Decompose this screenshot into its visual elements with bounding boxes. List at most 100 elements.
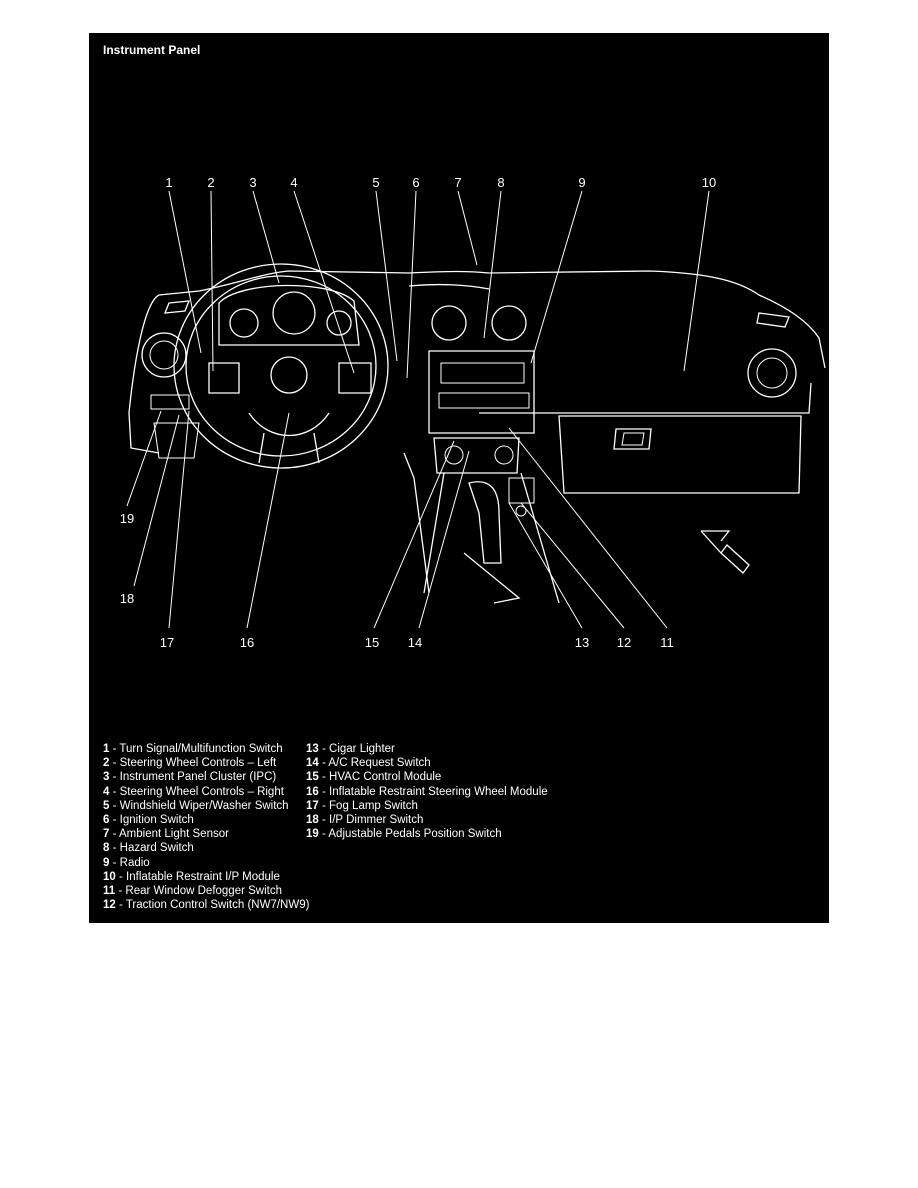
leader-8 <box>483 190 502 339</box>
legend-label: Traction Control Switch (NW7/NW9) <box>125 899 310 912</box>
callout-14: 14 <box>408 635 422 650</box>
legend-number: 4 <box>103 785 110 798</box>
legend-item: 4 - Steering Wheel Controls – Right <box>103 785 284 798</box>
legend-item: 18 - I/P Dimmer Switch <box>306 814 424 827</box>
callout-2: 2 <box>207 175 214 190</box>
callout-17: 17 <box>160 635 174 650</box>
leader-10 <box>683 190 710 372</box>
callout-10: 10 <box>702 175 716 190</box>
legend-number: 3 <box>103 771 110 784</box>
legend-label: Windshield Wiper/Washer Switch <box>119 799 289 812</box>
leader-18 <box>133 414 180 587</box>
legend-number: 14 <box>306 757 319 770</box>
legend-label: Radio <box>119 856 150 869</box>
leader-13 <box>508 502 583 629</box>
legend-number: 9 <box>103 856 110 869</box>
legend-label: Instrument Panel Cluster (IPC) <box>119 771 277 784</box>
legend-label: I/P Dimmer Switch <box>329 814 424 827</box>
leader-15 <box>373 440 455 629</box>
callout-18: 18 <box>120 591 134 606</box>
callout-9: 9 <box>578 175 585 190</box>
leader-14 <box>418 450 470 629</box>
callout-13: 13 <box>575 635 589 650</box>
legend-label: Inflatable Restraint Steering Wheel Modu… <box>329 785 548 798</box>
callout-5: 5 <box>372 175 379 190</box>
legend-item: 9 - Radio <box>103 856 150 869</box>
leader-lines <box>126 190 710 629</box>
legend-item: 6 - Ignition Switch <box>103 814 194 827</box>
legend-number: 12 <box>103 899 116 912</box>
legend-number: 15 <box>306 771 319 784</box>
callout-16: 16 <box>240 635 254 650</box>
legend-item: 17 - Fog Lamp Switch <box>306 799 418 812</box>
legend-right-column: 13 - Cigar Lighter 14 - A/C Request Switc… <box>306 742 548 841</box>
leader-3 <box>252 190 280 284</box>
callout-4: 4 <box>290 175 297 190</box>
callout-3: 3 <box>249 175 256 190</box>
dashboard-outline <box>128 263 826 604</box>
legend-item: 3 - Instrument Panel Cluster (IPC) <box>103 771 277 784</box>
legend-item: 11 - Rear Window Defogger Switch <box>103 885 282 898</box>
instrument-panel-diagram: 1 2 3 4 5 6 7 8 9 10 11 12 13 14 15 16 1… <box>120 175 826 650</box>
callout-19: 19 <box>120 511 134 526</box>
legend-number: 11 <box>103 885 116 898</box>
callout-6: 6 <box>412 175 419 190</box>
leader-4 <box>293 190 355 374</box>
legend-label: Ignition Switch <box>119 814 194 827</box>
legend-left-column: 1 - Turn Signal/Multifunction Switch 2 - … <box>103 742 309 912</box>
leader-2 <box>210 190 214 372</box>
legend-number: 16 <box>306 785 319 798</box>
legend-number: 5 <box>103 799 110 812</box>
leader-5 <box>375 190 398 362</box>
legend-item: 10 - Inflatable Restraint I/P Module <box>103 870 280 883</box>
legend-label: Cigar Lighter <box>329 743 395 755</box>
legend-item: 16 - Inflatable Restraint Steering Wheel… <box>306 785 548 798</box>
legend-number: 1 <box>103 743 110 755</box>
callout-11: 11 <box>660 635 674 650</box>
leader-6 <box>406 190 417 379</box>
legend-number: 19 <box>306 828 319 841</box>
leader-9 <box>530 190 583 364</box>
legend-label: Inflatable Restraint I/P Module <box>126 870 280 883</box>
diagram-title: Instrument Panel <box>103 43 201 57</box>
legend-item: 14 - A/C Request Switch <box>306 757 431 770</box>
legend-item: 7 - Ambient Light Sensor <box>103 828 229 841</box>
legend-label: A/C Request Switch <box>328 757 431 770</box>
legend-item: 8 - Hazard Switch <box>103 842 194 855</box>
leader-11 <box>508 427 668 629</box>
leader-17 <box>168 410 190 629</box>
legend-number: 6 <box>103 814 110 827</box>
legend-number: 2 <box>103 757 110 770</box>
leader-16 <box>246 412 290 629</box>
legend-label: Rear Window Defogger Switch <box>125 885 282 898</box>
legend-label: Steering Wheel Controls – Right <box>119 785 284 798</box>
legend-item: 2 - Steering Wheel Controls – Left <box>103 757 277 770</box>
callout-8: 8 <box>497 175 504 190</box>
callout-12: 12 <box>617 635 631 650</box>
legend-item: 15 - HVAC Control Module <box>306 771 442 784</box>
legend-number: 8 <box>103 842 110 855</box>
legend-item: 13 - Cigar Lighter <box>306 743 395 755</box>
legend-number: 10 <box>103 870 116 883</box>
leader-7 <box>457 190 478 266</box>
diagram-panel: 1 2 3 4 5 6 7 8 9 10 11 12 13 14 15 16 1… <box>89 33 829 923</box>
leader-1 <box>168 190 202 354</box>
legend-label: HVAC Control Module <box>329 771 442 784</box>
legend-item: 19 - Adjustable Pedals Position Switch <box>306 828 502 841</box>
legend-label: Steering Wheel Controls – Left <box>119 757 277 770</box>
legend-label: Adjustable Pedals Position Switch <box>328 828 502 841</box>
legend-label: Turn Signal/Multifunction Switch <box>119 743 283 755</box>
callout-numbers: 1 2 3 4 5 6 7 8 9 10 11 12 13 14 15 16 1… <box>120 175 716 650</box>
legend-number: 17 <box>306 799 319 812</box>
leader-12 <box>520 502 625 629</box>
legend-label: Fog Lamp Switch <box>329 799 418 812</box>
legend-item: 12 - Traction Control Switch (NW7/NW9) <box>103 899 310 912</box>
legend-item: 1 - Turn Signal/Multifunction Switch <box>103 743 283 755</box>
callout-7: 7 <box>454 175 461 190</box>
legend-number: 7 <box>103 828 110 841</box>
legend-label: Hazard Switch <box>119 842 194 855</box>
legend-item: 5 - Windshield Wiper/Washer Switch <box>103 799 289 812</box>
callout-1: 1 <box>165 175 172 190</box>
legend-number: 18 <box>306 814 319 827</box>
legend-number: 13 <box>306 743 319 755</box>
